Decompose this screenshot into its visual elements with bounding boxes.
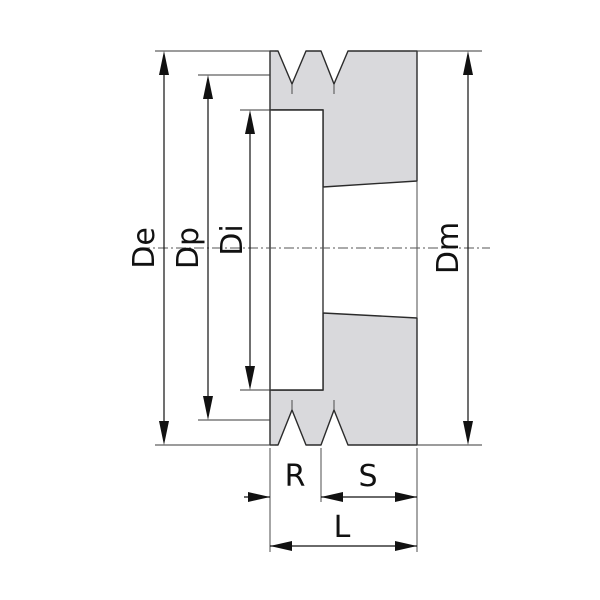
extension-lines: [155, 50, 482, 552]
bore-outline: [269, 109, 324, 391]
label-r: R: [285, 459, 306, 494]
label-s: S: [358, 459, 377, 494]
dimension-l: L: [270, 510, 417, 551]
label-di: Di: [215, 224, 250, 255]
label-dm: Dm: [431, 222, 466, 274]
dimension-de: De: [127, 51, 169, 445]
dimension-r: R: [244, 459, 305, 502]
label-l: L: [334, 510, 351, 545]
label-dp: Dp: [171, 227, 206, 269]
dimension-di: Di: [215, 110, 255, 390]
dimension-s: S: [321, 459, 417, 502]
dimension-dp: Dp: [171, 75, 213, 420]
pulley-section: [269, 50, 418, 446]
dimension-dm: Dm: [431, 51, 473, 445]
label-de: De: [127, 227, 162, 269]
